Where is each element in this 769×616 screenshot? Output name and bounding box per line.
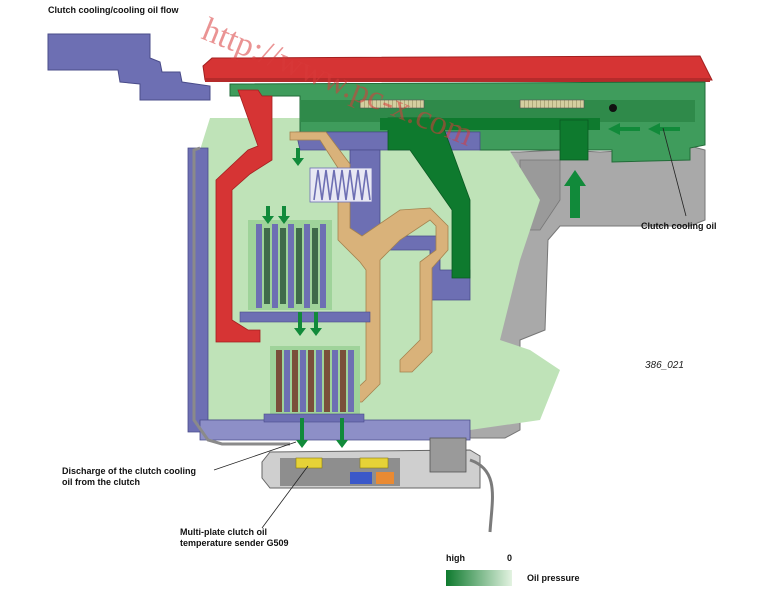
flow-arrow xyxy=(278,206,290,224)
label-sender-line1: Multi-plate clutch oil xyxy=(180,527,267,537)
flow-arrow xyxy=(310,312,322,336)
bearing-left xyxy=(359,99,425,109)
flow-arrow xyxy=(336,418,348,448)
leader-sender xyxy=(261,465,309,529)
clutch-pack-lower xyxy=(270,346,360,414)
label-clutch-cooling-oil: Clutch cooling oil xyxy=(641,221,717,231)
label-sender-line2: temperature sender G509 xyxy=(180,538,289,548)
leader-discharge xyxy=(213,441,297,471)
legend-zero: 0 xyxy=(507,553,513,563)
flow-arrow xyxy=(294,312,306,336)
label-discharge-line2: oil from the clutch xyxy=(62,477,141,487)
label-temperature-sender: Multi-plate clutch oil temperature sende… xyxy=(180,527,289,549)
red-cover-shadow xyxy=(205,78,710,82)
temperature-sender-assembly xyxy=(261,437,494,533)
flow-arrow xyxy=(292,148,304,166)
bearing-right xyxy=(519,99,585,109)
plug-dot xyxy=(609,104,617,112)
return-spring xyxy=(309,167,373,203)
sender-plug xyxy=(376,472,394,484)
high-pressure-channel xyxy=(387,117,471,279)
return-tube xyxy=(192,146,290,446)
sender-cable xyxy=(469,458,494,533)
leader-clutch-cooling-oil xyxy=(662,127,687,217)
sender-element xyxy=(295,457,323,469)
legend-high: high xyxy=(446,553,465,563)
flow-arrows xyxy=(262,123,680,448)
high-pressure-bar xyxy=(380,118,600,130)
connector xyxy=(429,437,467,473)
clutch-pack-upper xyxy=(248,220,332,310)
label-discharge-line1: Discharge of the clutch cooling xyxy=(62,466,197,476)
flow-arrow-large xyxy=(564,170,586,218)
sender-body xyxy=(350,472,372,484)
pressure-channel-red xyxy=(215,89,273,343)
cooling-return-line xyxy=(289,131,449,403)
legend-caption: Oil pressure xyxy=(527,573,580,583)
flow-arrow xyxy=(296,418,308,448)
plate-carrier xyxy=(239,311,371,323)
housing-top-left xyxy=(47,33,211,101)
high-pressure-plug xyxy=(559,119,589,161)
oil-pressure-gradient xyxy=(446,570,512,586)
red-cover xyxy=(202,55,713,81)
page-title: Clutch cooling/cooling oil flow xyxy=(48,5,179,15)
sender-element xyxy=(359,457,389,469)
flow-arrow-left xyxy=(608,123,640,135)
label-discharge: Discharge of the clutch cooling oil from… xyxy=(62,466,196,488)
flow-arrow xyxy=(262,206,274,224)
plate-carrier-lower xyxy=(263,413,365,423)
flow-arrow-left xyxy=(648,123,680,135)
figure-number: 386_021 xyxy=(645,360,684,371)
blue-bottom-housing xyxy=(199,419,471,441)
